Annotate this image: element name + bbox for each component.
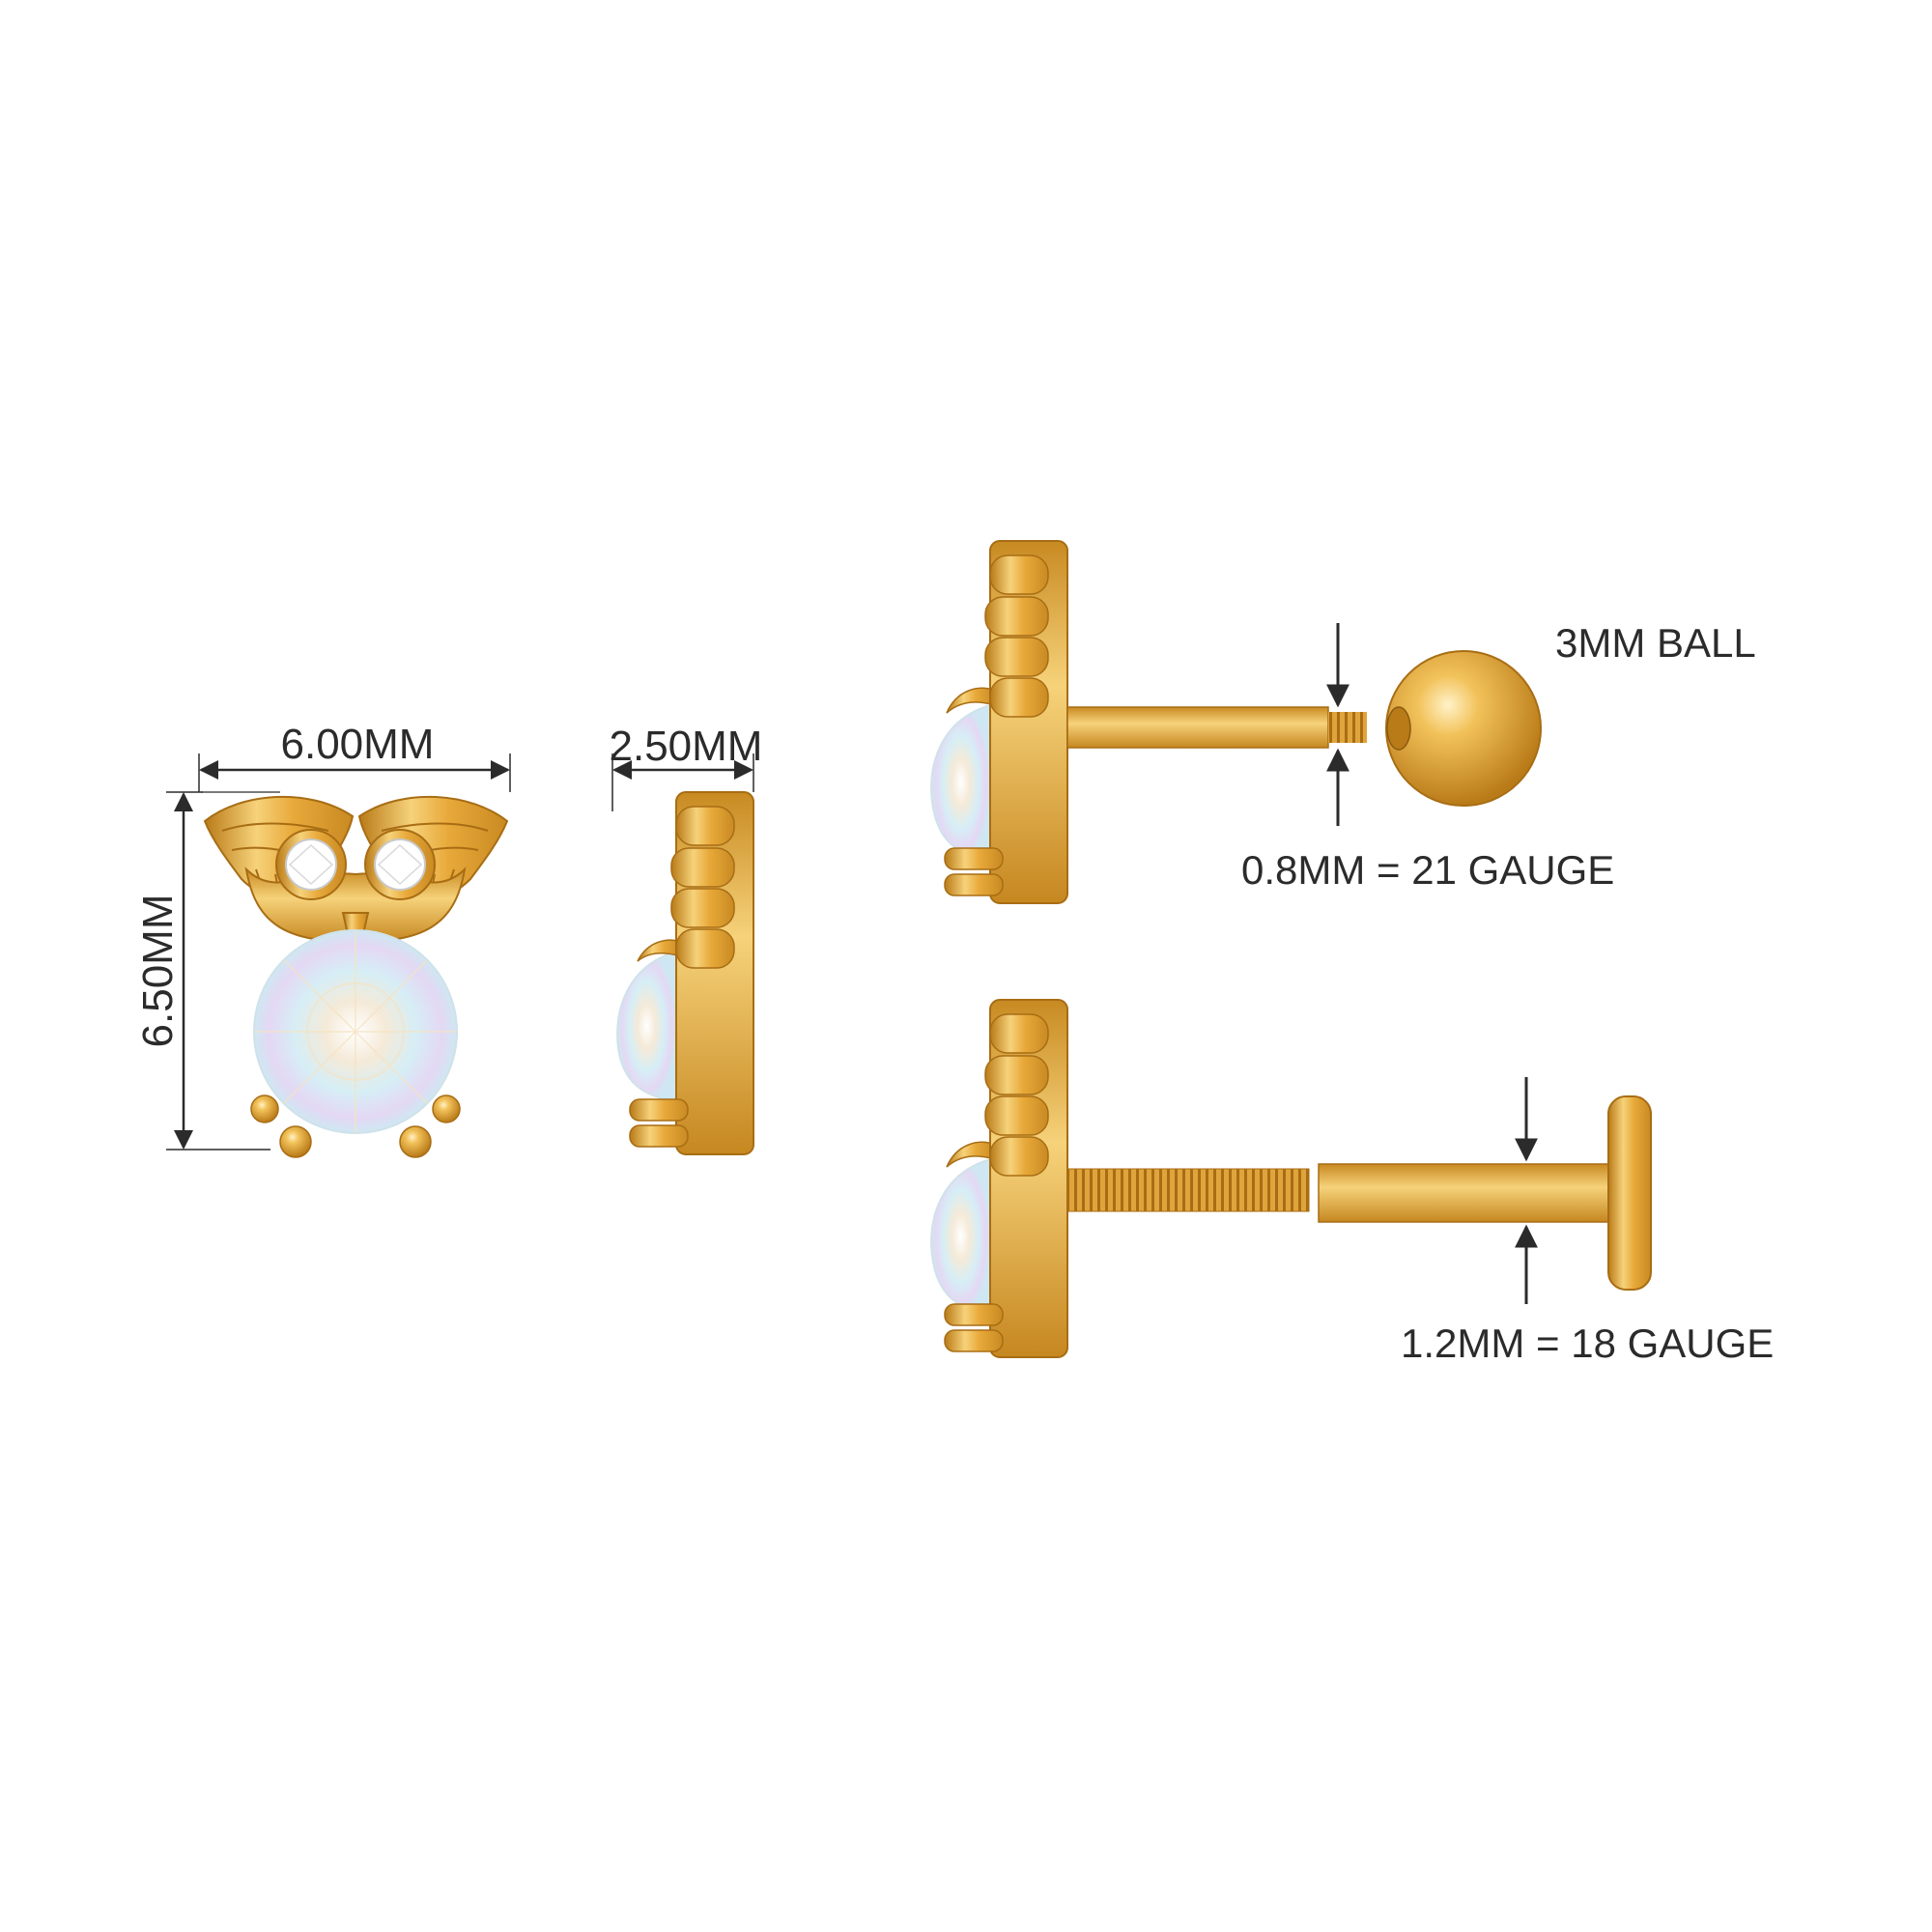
- ball-variant-post: [1066, 706, 1329, 749]
- side-feather-ridges: [670, 806, 735, 969]
- opal-prongs: [250, 1094, 461, 1158]
- left-eye-diamond: [285, 838, 337, 891]
- opal-facets: [254, 930, 457, 1133]
- flat-variant-shaft: [1318, 1163, 1609, 1223]
- ball-variant-thread: [1328, 712, 1367, 743]
- flat-variant-threaded-post: [1066, 1168, 1310, 1212]
- ball-threaded-hole: [1386, 706, 1411, 751]
- ball-variant-plate: [989, 540, 1068, 904]
- ball-variant-ridges: [944, 554, 1049, 896]
- right-eye-diamond: [374, 838, 426, 891]
- flat-gauge-label: 1.2MM = 18 GAUGE: [1401, 1321, 1774, 1366]
- flat-variant-ridges: [944, 1013, 1049, 1352]
- front-view: 6.00MM 6.50MM: [134, 721, 511, 1158]
- flat-variant-beak: [946, 1141, 996, 1168]
- ball-end: [1385, 650, 1542, 807]
- side-beak: [637, 939, 682, 962]
- ball-variant-beak: [946, 687, 996, 714]
- width-label: 6.00MM: [281, 721, 435, 768]
- side-back-plate: [675, 791, 754, 1155]
- ball-size-label: 3MM BALL: [1555, 620, 1756, 666]
- ball-back-variant: 3MM BALL 0.8MM = 21 GAUGE: [930, 540, 1756, 904]
- ball-gauge-label: 0.8MM = 21 GAUGE: [1241, 847, 1614, 893]
- side-view: 2.50MM: [610, 723, 763, 1155]
- side-opal: [616, 950, 677, 1103]
- height-label: 6.50MM: [134, 895, 182, 1048]
- owl-left-eye: [275, 829, 347, 900]
- depth-label: 2.50MM: [610, 723, 763, 770]
- owl-right-eye: [364, 829, 436, 900]
- flat-variant-opal: [930, 1157, 991, 1316]
- flat-variant-disc: [1607, 1095, 1652, 1291]
- ball-variant-opal: [930, 703, 991, 862]
- side-base-prongs: [629, 1098, 689, 1148]
- flat-back-variant: 1.2MM = 18 GAUGE: [930, 999, 1774, 1366]
